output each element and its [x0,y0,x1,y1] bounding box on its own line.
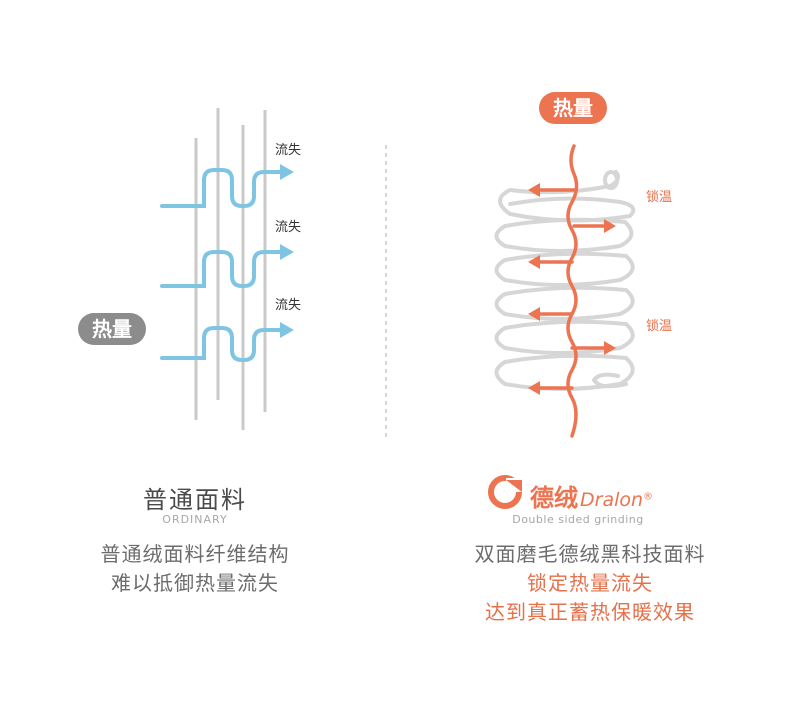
heat-badge-right: 热量 [539,92,607,124]
coil-tail [591,372,628,389]
heat-flow-line [160,326,284,362]
heat-flow-line [160,168,284,208]
coil-loop [494,217,634,253]
heat-flow-line [160,250,284,288]
retain-arrowheads [528,183,616,395]
flow-arrowheads [280,164,294,338]
heat-wavy-line [566,144,579,438]
dralon-desc-line: 达到真正蓄热保暖效果 [485,600,695,624]
dralon-logo-icon [488,475,522,509]
coil-loop [508,196,622,206]
fiber-lines [194,108,267,430]
coil-spiral [494,170,636,391]
heat-retention-arrows [538,144,606,438]
lock-label: 锁温 [646,190,673,205]
coil-loop [494,353,635,391]
ordinary-desc-line: 普通绒面料纤维结构 [100,542,290,566]
loss-label: 流失 [275,143,302,158]
arrow-left-icon [528,307,540,321]
arrow-right-icon [280,322,294,338]
brand-cn: 德绒 [530,484,578,512]
arrow-right-icon [604,219,616,233]
ordinary-subtitle: ORDINARY [162,513,228,526]
brand-reg: ® [643,491,654,503]
dralon-subtitle: Double sided grinding [512,513,644,526]
coil-end [603,170,619,190]
coil-loop [494,285,635,321]
arrow-right-icon [604,341,616,355]
lock-label: 锁温 [646,319,673,334]
ordinary-title: 普通面料 [143,486,247,514]
arrow-right-icon [280,244,294,260]
heat-flow-lines [160,168,284,362]
coil-loop [494,319,635,355]
coil-loop [494,251,635,287]
arrow-left-icon [528,381,540,395]
arrow-left-icon [528,183,540,197]
dralon-desc-line: 双面磨毛德绒黑科技面料 [474,542,706,566]
brand-en: Dralon [580,489,644,511]
heat-badge-left: 热量 [78,313,146,345]
loss-label: 流失 [275,298,302,313]
arrow-left-icon [528,255,540,269]
arrow-right-icon [280,164,294,180]
dralon-desc-line: 锁定热量流失 [527,571,653,595]
ordinary-desc-line: 难以抵御热量流失 [111,571,279,595]
loss-label: 流失 [275,220,302,235]
